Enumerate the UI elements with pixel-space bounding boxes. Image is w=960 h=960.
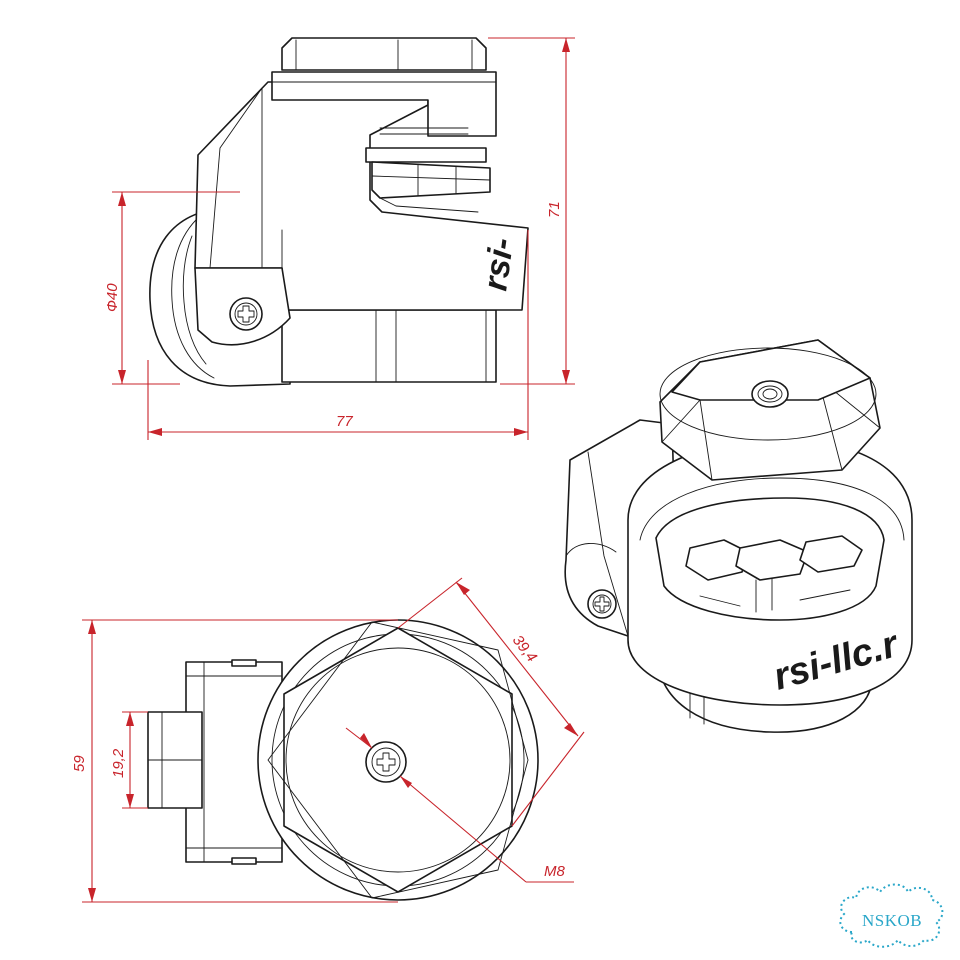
svg-text:77: 77 (336, 413, 353, 430)
svg-text:NSKOB: NSKOB (862, 911, 922, 930)
iso-inner-nuts (685, 535, 863, 613)
dim-pad-width: 19,2 (110, 711, 148, 809)
iso-screw-icon (587, 589, 617, 619)
side-base-block (281, 309, 497, 383)
side-brand-text: rsi- (476, 235, 521, 293)
side-screw-icon (229, 297, 263, 331)
top-screw-icon (365, 741, 407, 783)
dim-total-height: 71 (488, 37, 575, 385)
svg-text:Ф40: Ф40 (104, 283, 121, 312)
iso-view: rsi-llc.r (564, 339, 913, 733)
top-view: 59 19,2 39,4 M8 (71, 577, 585, 903)
iso-threaded-hole (751, 380, 789, 408)
dim-wheel-diameter: Ф40 (104, 191, 240, 385)
dim-side-length: 77 (147, 230, 529, 440)
side-hex-nut (281, 37, 487, 71)
dim-thread: M8 (345, 727, 574, 883)
dim-base-width: 59 (71, 619, 398, 903)
nskob-watermark: NSKOB (839, 883, 944, 948)
svg-text:71: 71 (546, 201, 563, 218)
side-top-plate (271, 71, 497, 137)
svg-text:M8: M8 (544, 863, 565, 880)
svg-text:59: 59 (71, 755, 88, 772)
svg-text:19,2: 19,2 (110, 748, 127, 778)
side-stem-nuts (365, 127, 491, 213)
side-view: rsi- Ф40 71 77 (104, 37, 575, 440)
svg-text:39,4: 39,4 (509, 632, 540, 665)
